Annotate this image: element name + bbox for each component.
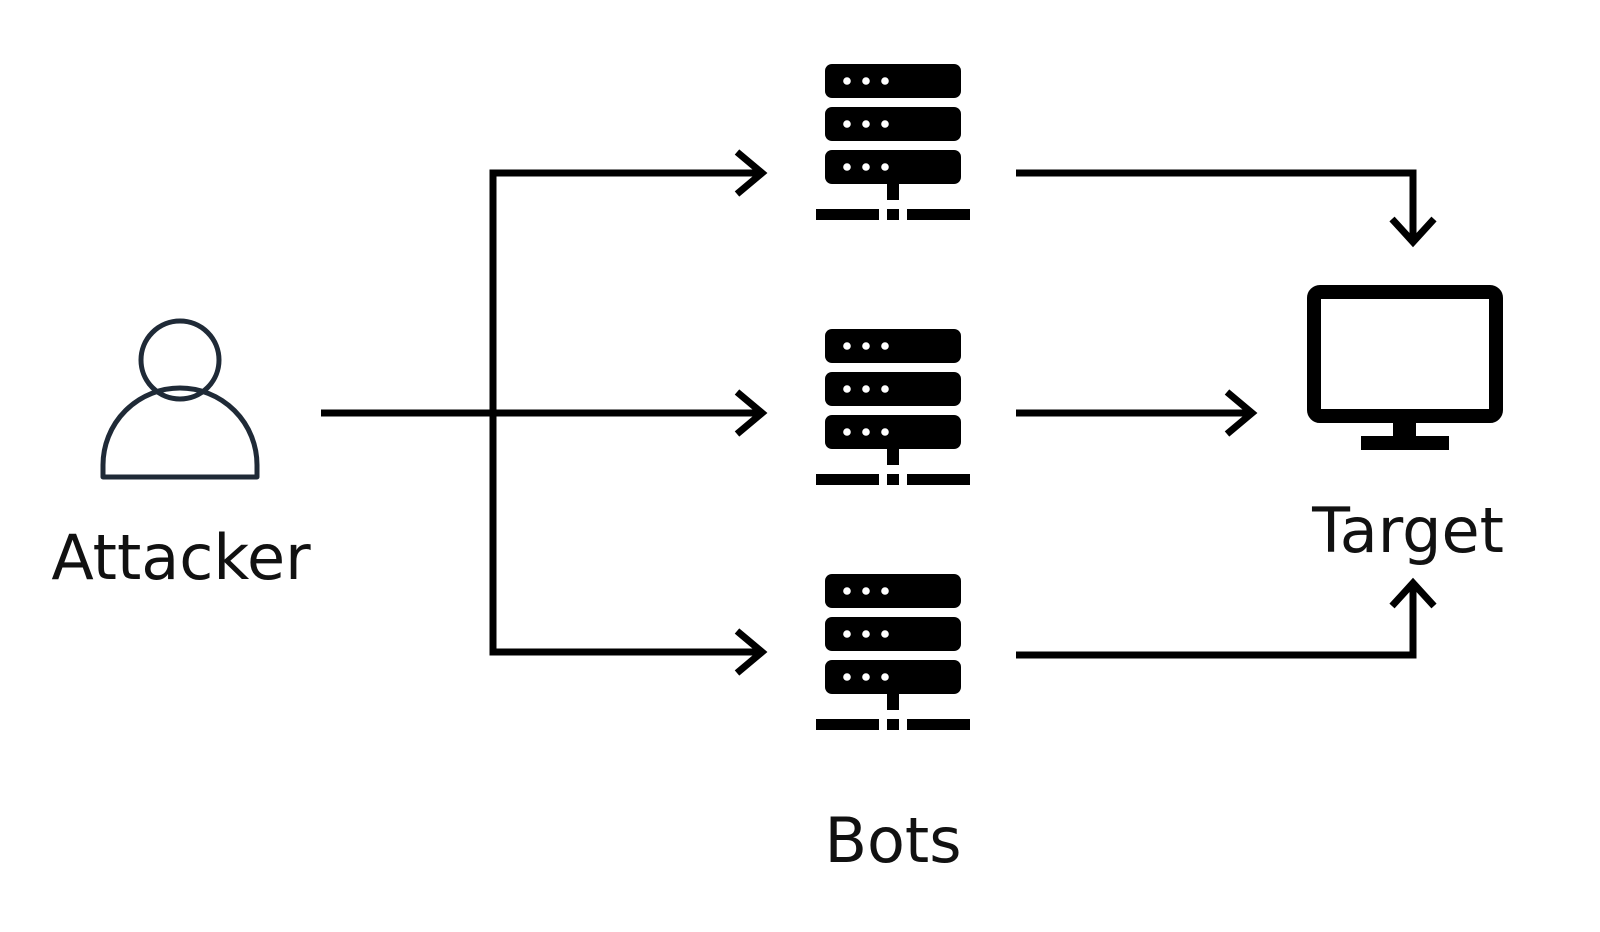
user-icon — [100, 318, 260, 480]
attacker-node: Attacker — [51, 318, 311, 594]
server-icon — [816, 574, 970, 730]
target-label: Target — [1311, 494, 1504, 567]
arrowhead-target-middle — [1224, 389, 1258, 437]
server-icon — [816, 64, 970, 220]
arrowhead-bot-2 — [734, 389, 768, 437]
edge-bot-1-target — [1016, 169, 1417, 242]
connectors — [321, 149, 1437, 676]
edge-attacker-bot-3 — [489, 413, 762, 656]
arrowhead-bot-1 — [734, 149, 768, 197]
arrowhead-target-bottom — [1389, 577, 1437, 609]
attacker-label: Attacker — [51, 521, 311, 594]
monitor-icon — [1307, 285, 1503, 450]
target-node: Target — [1307, 285, 1504, 567]
arrowhead-target-top — [1389, 216, 1437, 248]
edge-bot-3-target — [1016, 583, 1417, 659]
bots-group: Bots — [816, 64, 970, 877]
bots-label: Bots — [824, 804, 961, 877]
server-icon — [816, 329, 970, 485]
arrowhead-bot-3 — [734, 628, 768, 676]
